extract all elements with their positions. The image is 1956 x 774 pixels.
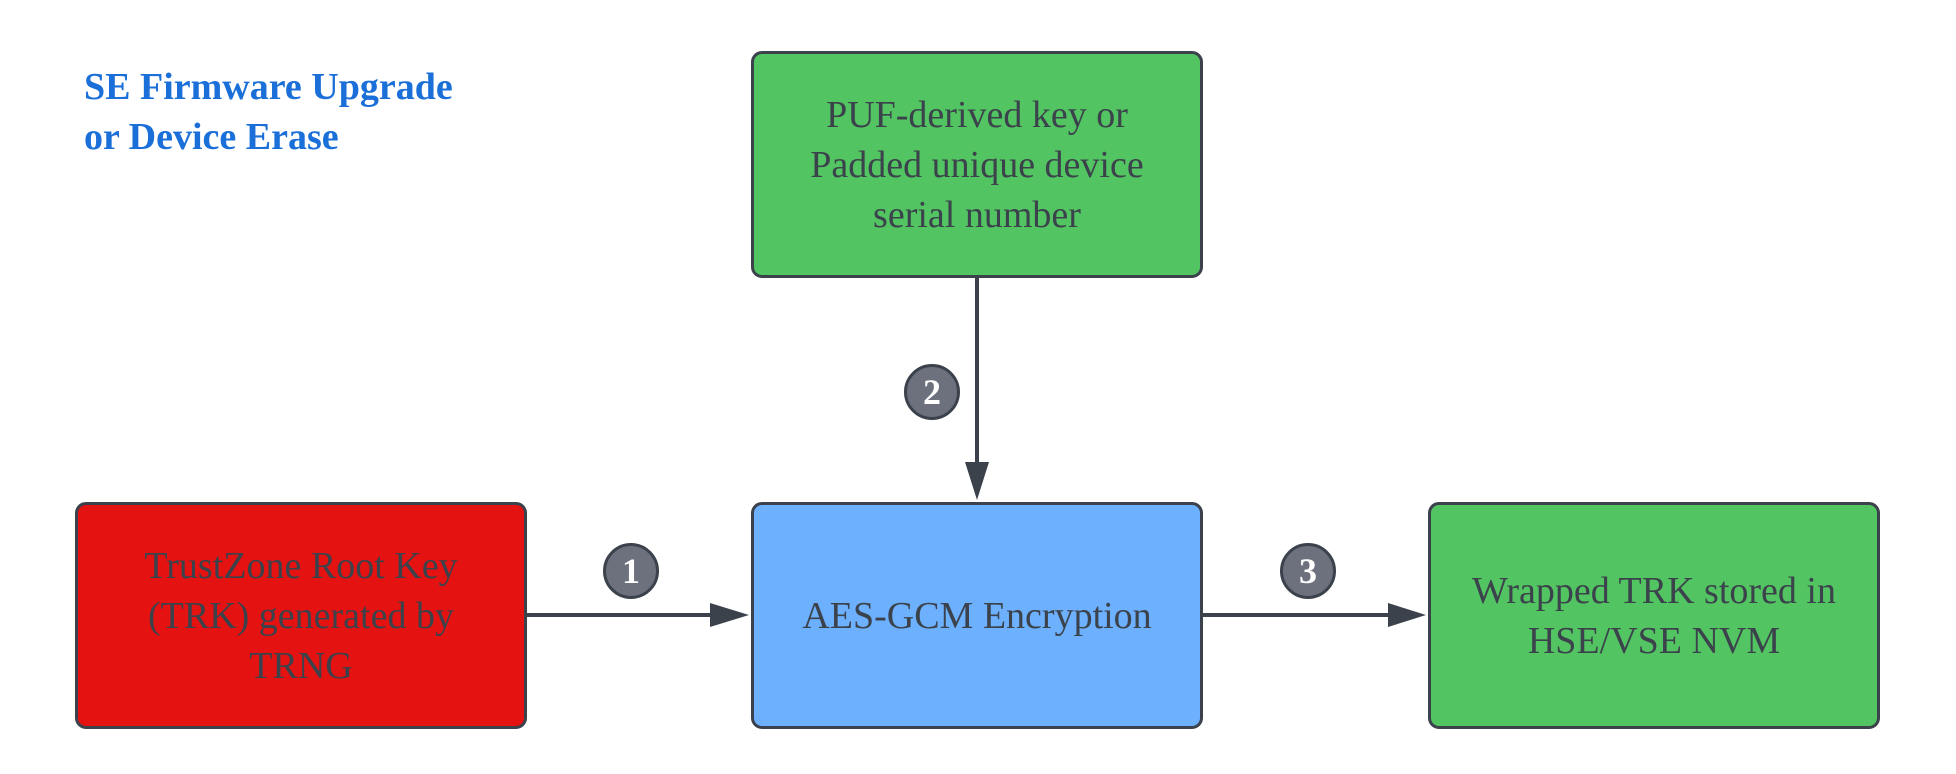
puf-key-line-2: Padded unique device bbox=[810, 143, 1144, 186]
step-badge-2: 2 bbox=[904, 364, 960, 420]
aes-line-1: AES-GCM Encryption bbox=[802, 594, 1152, 637]
diagram-title-line-1: SE Firmware Upgrade bbox=[84, 66, 453, 108]
step-badge-3: 3 bbox=[1280, 543, 1336, 599]
puf-key-line-1: PUF-derived key or bbox=[826, 93, 1128, 136]
puf-key-line-3: serial number bbox=[873, 193, 1081, 236]
diagram-title: SE Firmware Upgrade or Device Erase bbox=[84, 62, 604, 162]
step-badge-1: 1 bbox=[603, 543, 659, 599]
puf-key-box: PUF-derived key or Padded unique device … bbox=[751, 51, 1203, 278]
diagram-title-line-2: or Device Erase bbox=[84, 116, 339, 158]
aes-gcm-encryption-box: AES-GCM Encryption bbox=[751, 502, 1203, 729]
trustzone-root-key-box: TrustZone Root Key (TRK) generated by TR… bbox=[75, 502, 527, 729]
trk-line-1: TrustZone Root Key bbox=[144, 544, 458, 587]
trk-line-2: (TRK) generated by bbox=[147, 594, 454, 637]
trk-line-3: TRNG bbox=[249, 644, 353, 687]
arrowhead-right-3 bbox=[1388, 603, 1426, 627]
arrowhead-right-1 bbox=[710, 603, 749, 627]
arrowhead-down bbox=[965, 462, 989, 500]
wrapped-line-2: HSE/VSE NVM bbox=[1527, 619, 1781, 662]
wrapped-trk-box: Wrapped TRK stored in HSE/VSE NVM bbox=[1428, 502, 1880, 729]
wrapped-line-1: Wrapped TRK stored in bbox=[1472, 569, 1836, 612]
